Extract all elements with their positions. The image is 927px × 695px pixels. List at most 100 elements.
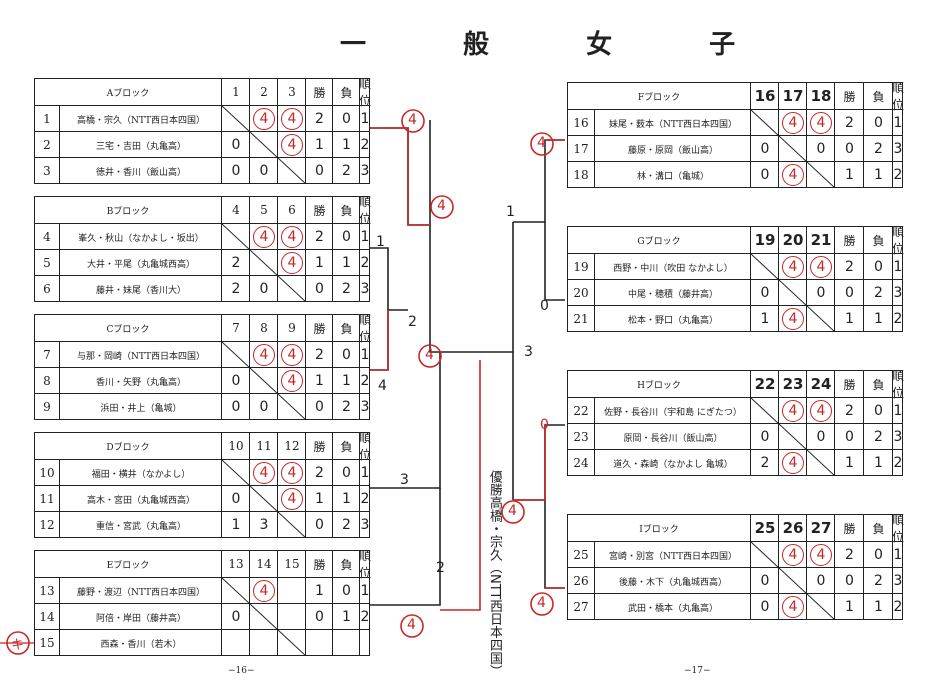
right-i-col-header-3: 27 bbox=[806, 515, 835, 541]
left-c-match-score: 4 bbox=[249, 342, 278, 368]
score-circle bbox=[253, 580, 275, 602]
right-i-match-score: 4 bbox=[806, 542, 835, 568]
left-c-col-header-1: 7 bbox=[221, 315, 250, 341]
left-a-match-score: 0 bbox=[221, 132, 250, 158]
right-f-name: Fブロック bbox=[637, 92, 681, 103]
right-g-wins: 1 bbox=[834, 306, 864, 332]
right-h-match-score: 0 bbox=[806, 424, 835, 450]
left-d-rank: 1 bbox=[359, 460, 370, 486]
score-circle bbox=[281, 134, 303, 156]
score-center-left: 4 bbox=[425, 347, 434, 363]
left-b-pair-name: 大井・平尾（丸亀城西高） bbox=[59, 250, 222, 276]
right-h-col-header-1: 22 bbox=[750, 371, 779, 397]
right-g-pair-name: 松本・野口（丸亀高） bbox=[594, 306, 751, 332]
left-a-pair-name: 三宅・吉田（丸亀高） bbox=[59, 132, 222, 158]
left-b-wins: 0 bbox=[305, 276, 333, 302]
left-c-wins: 0 bbox=[305, 394, 333, 420]
left-e-entry-number: 15 bbox=[39, 636, 55, 650]
right-f-pair-name: 妹尾・薮本（NTT西日本四国） bbox=[594, 110, 751, 136]
left-d-losses: 2 bbox=[332, 512, 360, 538]
right-f-match-score bbox=[778, 136, 807, 162]
right-i-match-score: 0 bbox=[750, 594, 779, 620]
left-b-col-header-5: 負 bbox=[332, 197, 360, 223]
left-a-wins: 1 bbox=[305, 132, 333, 158]
left-d-wins: 2 bbox=[305, 460, 333, 486]
score-circle bbox=[782, 596, 804, 618]
left-e-name: Eブロック bbox=[106, 560, 150, 571]
left-a-pair-name: 高橋・宗久（NTT西日本四国） bbox=[59, 106, 222, 132]
right-h-pair-name: 佐野・長谷川（宇和島 にぎたつ） bbox=[594, 398, 751, 424]
right-f-match-score: 0 bbox=[750, 136, 779, 162]
score-circle bbox=[782, 164, 804, 186]
left-c-entry-number: 7 bbox=[43, 348, 51, 362]
right-f-col-header-3: 18 bbox=[806, 83, 835, 109]
score-e-right: 2 bbox=[436, 560, 445, 576]
left-e-col-header-1: 13 bbox=[221, 551, 250, 577]
left-e-wins bbox=[305, 630, 333, 656]
left-a-col-header-4: 勝 bbox=[305, 79, 333, 105]
left-b-col-header-4: 勝 bbox=[305, 197, 333, 223]
score-circle bbox=[810, 400, 832, 422]
left-b-rank: 1 bbox=[359, 224, 370, 250]
left-d-match-score bbox=[221, 460, 250, 486]
right-f-pair-name: 藤原・原岡（飯山高） bbox=[594, 136, 751, 162]
left-a-match-score: 4 bbox=[277, 106, 306, 132]
right-f-match-score: 4 bbox=[778, 110, 807, 136]
left-b-match-score: 4 bbox=[249, 224, 278, 250]
right-h-match-score: 2 bbox=[750, 450, 779, 476]
right-i-rank: 3 bbox=[892, 568, 903, 594]
left-d-col-header-3: 12 bbox=[277, 433, 306, 459]
left-d-losses: 1 bbox=[332, 486, 360, 512]
score-f-left: 4 bbox=[537, 135, 546, 151]
left-d-match-score bbox=[249, 486, 278, 512]
right-h-col-header-5: 負 bbox=[863, 371, 893, 397]
left-d-match-score: 4 bbox=[277, 460, 306, 486]
score-ab-semi: 4 bbox=[437, 198, 446, 214]
left-c-wins: 1 bbox=[305, 368, 333, 394]
left-a-wins: 0 bbox=[305, 158, 333, 184]
right-i-entry-number: 27 bbox=[573, 600, 589, 614]
right-h-col-header-3: 24 bbox=[806, 371, 835, 397]
left-a-losses: 2 bbox=[332, 158, 360, 184]
right-i-match-score: 0 bbox=[750, 568, 779, 594]
score-circle bbox=[253, 108, 275, 130]
left-e-rank: 1 bbox=[359, 578, 370, 604]
score-circle bbox=[810, 112, 832, 134]
score-h-left: 0 bbox=[540, 417, 549, 433]
right-i-match-score: 0 bbox=[806, 568, 835, 594]
left-c-match-score: 0 bbox=[221, 394, 250, 420]
score-circle bbox=[281, 226, 303, 248]
right-h-wins: 2 bbox=[834, 398, 864, 424]
right-h-entry-number: 24 bbox=[573, 456, 589, 470]
score-circle bbox=[782, 256, 804, 278]
right-g-entry-number: 20 bbox=[573, 286, 589, 300]
right-g-match-score bbox=[806, 306, 835, 332]
left-d-col-header-4: 勝 bbox=[305, 433, 333, 459]
left-a-match-score: 4 bbox=[277, 132, 306, 158]
right-f-losses: 0 bbox=[863, 110, 893, 136]
left-a-entry-number: 3 bbox=[43, 164, 51, 178]
right-g-match-score: 1 bbox=[750, 306, 779, 332]
left-c-losses: 2 bbox=[332, 394, 360, 420]
page-number-right: −17− bbox=[684, 666, 711, 676]
left-a-wins: 2 bbox=[305, 106, 333, 132]
score-circle bbox=[782, 112, 804, 134]
left-e-match-score bbox=[277, 630, 306, 656]
